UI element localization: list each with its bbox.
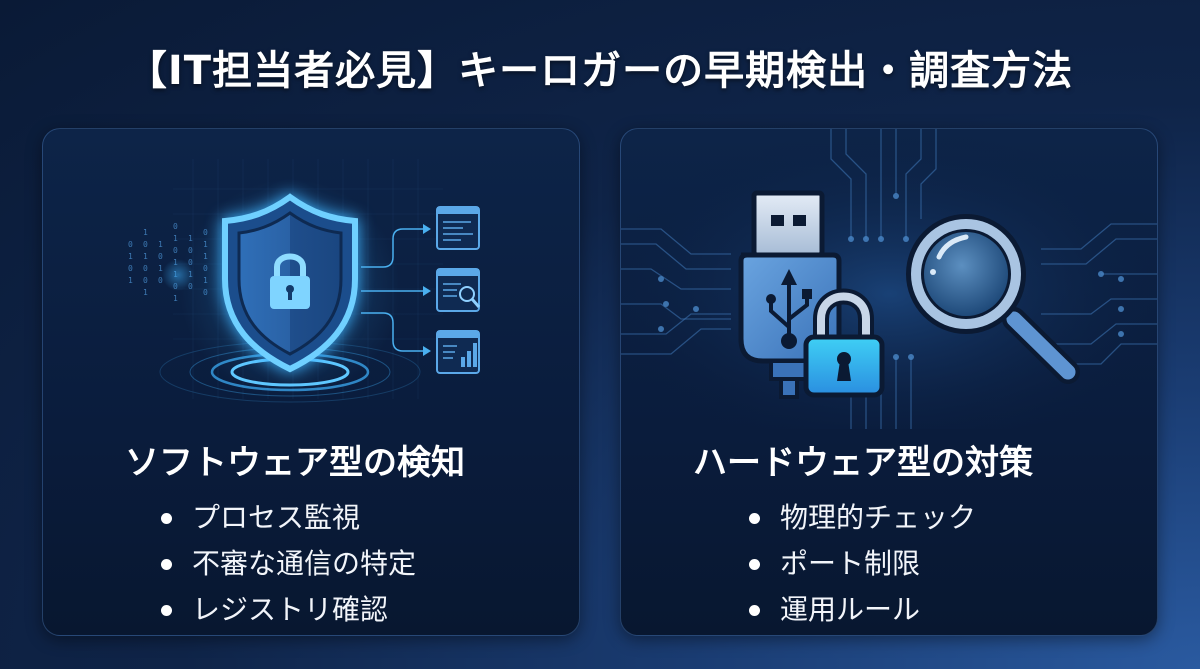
shield-lock-icon [222,193,358,373]
list-item: プロセス監視 [161,495,416,541]
svg-text:0: 0 [143,240,148,249]
card-heading: ハードウェア型の対策 [693,443,1033,483]
bullet-icon [749,512,760,524]
log-window-icon [436,206,480,250]
list-item: ポート制限 [749,541,976,587]
svg-text:1: 1 [158,264,163,273]
svg-text:0: 0 [158,252,163,261]
bullet-icon [749,558,760,570]
search-window-icon [436,268,481,312]
svg-text:1: 1 [143,252,148,261]
svg-text:1: 1 [143,288,148,297]
list-item: 運用ルール [749,587,976,633]
list-item: 物理的チェック [749,495,976,541]
bullet-list: プロセス監視 不審な通信の特定 レジストリ確認 [161,495,416,633]
chart-window-icon [436,330,480,374]
bullet-icon [161,512,172,524]
svg-text:0: 0 [143,264,148,273]
svg-text:0: 0 [143,276,148,285]
bullet-icon [161,558,172,570]
magnifier-icon [906,214,1080,384]
list-item: レジストリ確認 [161,587,416,633]
svg-text:1: 1 [128,252,133,261]
padlock-icon [803,288,885,398]
svg-text:1: 1 [143,228,148,237]
svg-text:0: 0 [128,264,133,273]
circuit-icon [621,129,1157,429]
hardware-countermeasure-card: ハードウェア型の対策 物理的チェック ポート制限 運用ルール [620,128,1158,636]
list-item: 不審な通信の特定 [161,541,416,587]
svg-text:0: 0 [173,222,178,231]
svg-text:1: 1 [128,276,133,285]
svg-text:0: 0 [158,276,163,285]
svg-text:1: 1 [173,234,178,243]
svg-text:1: 1 [173,294,178,303]
card-heading: ソフトウェア型の検知 [125,443,465,483]
svg-text:1: 1 [188,234,193,243]
svg-text:0: 0 [173,246,178,255]
svg-text:1: 1 [158,240,163,249]
bullet-icon [161,604,172,616]
svg-text:0: 0 [128,240,133,249]
page-title: 【IT担当者必見】キーロガーの早期検出・調査方法 [126,48,1074,94]
bullet-icon [749,604,760,616]
bullet-list: 物理的チェック ポート制限 運用ルール [749,495,976,633]
connector-arrows [361,228,423,352]
hardware-illustration [621,129,1157,429]
